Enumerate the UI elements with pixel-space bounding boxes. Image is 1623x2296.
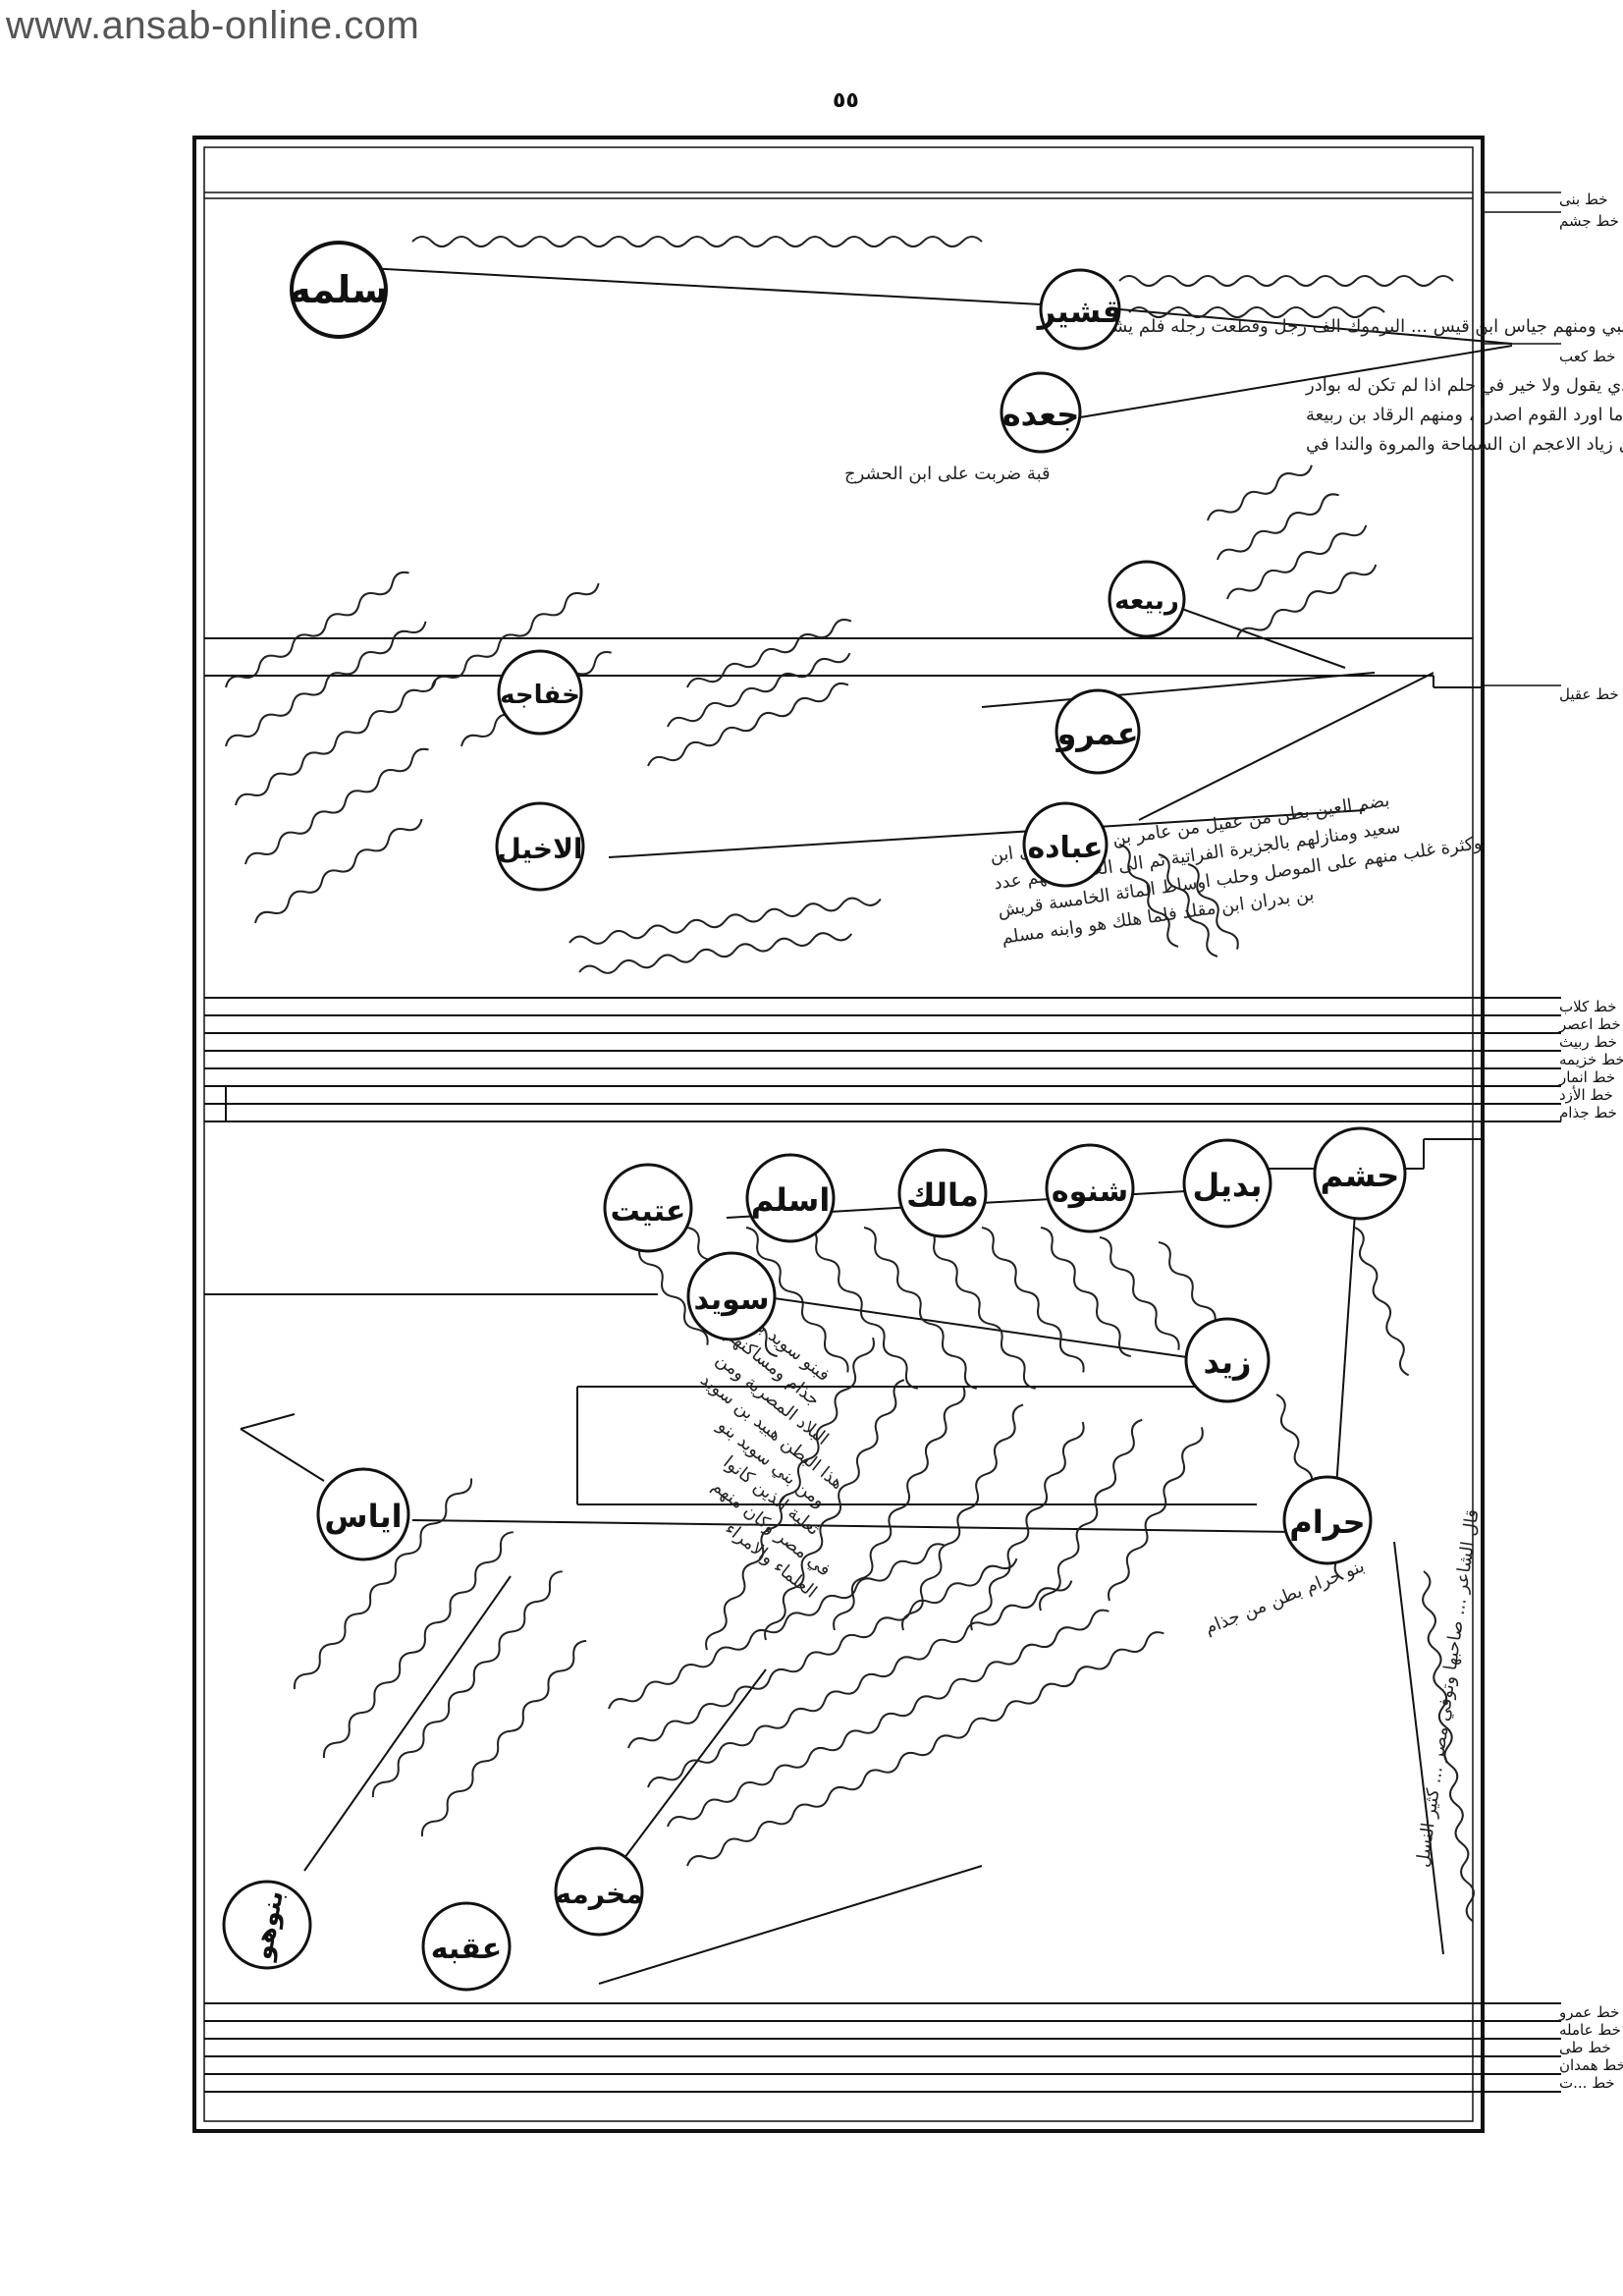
side-label: خط انمار <box>1558 1068 1615 1086</box>
node-haram: حرام <box>1282 1475 1373 1565</box>
name-hasham: حشم <box>1321 1157 1400 1194</box>
name-uqba: عقبه <box>431 1932 503 1966</box>
side-label: خط خزیمه <box>1559 1051 1623 1068</box>
side-label: خط الأزد <box>1559 1085 1613 1104</box>
note-haram: بنو حرام بطن من جذام <box>1202 1556 1368 1638</box>
side-label: خط عمرو <box>1558 2003 1619 2021</box>
section-lines <box>204 637 1561 2093</box>
name-qushayr: قشير <box>1036 293 1122 330</box>
name-atit: عتيت <box>611 1194 686 1229</box>
name-makhrama: مخرمه <box>555 1878 642 1910</box>
notes: ومن بني قشير هذا قرة بن هبيرة قال النبي … <box>696 316 1623 1869</box>
name-haram: حرام <box>1289 1503 1365 1541</box>
side-label: خط همدان <box>1559 2056 1623 2074</box>
name-nodes: سلمه قشير جعده ربيعه خفاجه عمرو عباده ا <box>222 241 1407 1992</box>
node-salima: سلمه <box>289 241 389 339</box>
handwritten-script-blocks <box>225 236 1475 1923</box>
name-ubada: عباده <box>1027 831 1103 865</box>
name-zayd: زيد <box>1204 1343 1252 1381</box>
lineage-connectors <box>204 266 1513 1985</box>
site-watermark: www.ansab-online.com <box>6 4 420 47</box>
node-zayd: زيد <box>1184 1317 1271 1403</box>
node-jada: جعده <box>1000 371 1082 454</box>
name-shanuwa: شنوه <box>1052 1175 1128 1209</box>
node-makhrama: مخرمه <box>554 1846 644 1937</box>
side-label: خط کعب <box>1559 348 1615 365</box>
page-number: ٥٥ <box>833 88 859 113</box>
node-iyas: اياس <box>316 1467 410 1561</box>
name-salima: سلمه <box>289 268 388 311</box>
side-label: خط کلاب <box>1559 998 1617 1015</box>
side-label: خط اعصر <box>1558 1015 1621 1033</box>
side-label: خط طی <box>1559 2039 1611 2056</box>
note-jada-line: بن جعده الذي غلب على فارس ايام ابن الزبي… <box>1306 434 1623 455</box>
node-ubada: عباده <box>1022 801 1109 888</box>
name-khafaja: خفاجه <box>500 681 580 710</box>
node-shanuwa: شنوه <box>1045 1143 1135 1233</box>
side-label: خط ربیث <box>1559 1033 1617 1051</box>
node-rabia: ربيعه <box>1108 560 1186 638</box>
side-label: خط بنی <box>1559 191 1607 208</box>
name-malik: مالك <box>906 1176 979 1214</box>
node-khafaja: خفاجه <box>497 649 583 736</box>
node-atit: عتيت <box>603 1163 693 1253</box>
node-amr: عمرو <box>1055 688 1141 775</box>
page-frame <box>192 136 1485 2133</box>
name-badil: بديل <box>1192 1167 1262 1204</box>
node-suwayd: سويد <box>686 1251 777 1341</box>
note-qushayr: ومن بني قشير هذا قرة بن هبيرة قال النبي … <box>1070 316 1623 337</box>
node-qushayr: قشير <box>1036 268 1122 351</box>
side-label: خط جذام <box>1559 1104 1617 1121</box>
side-label-column: خط بنی خط جشم خط کعب خط عقیل خط کلاب خط … <box>1483 191 1623 2092</box>
name-akhyal: الاخيل <box>497 833 582 865</box>
node-banu-huwa: بنوهو <box>222 1880 312 1970</box>
name-rabia: ربيعه <box>1114 586 1179 616</box>
name-suwayd: سويد <box>694 1283 770 1317</box>
side-label: خط عقیل <box>1559 685 1619 703</box>
side-label: خط عامله <box>1559 2021 1621 2039</box>
node-malik: مالك <box>897 1148 988 1238</box>
node-aslam: اسلم <box>745 1153 836 1243</box>
side-label: خط جشم <box>1559 212 1619 230</box>
note-jada-line: تحمي صفوه ان يكدرا ولا خير في جهل اذا لم… <box>1306 405 1623 425</box>
node-hasham: حشم <box>1313 1126 1407 1221</box>
node-uqba: عقبه <box>421 1901 512 1992</box>
name-jada: جعده <box>1002 396 1080 433</box>
node-badil: بديل <box>1182 1138 1272 1229</box>
node-akhyal: الاخيل <box>495 801 585 892</box>
name-iyas: اياس <box>324 1498 402 1535</box>
note-jada-line: فبنو جعده بطن من عامر بن صعصعه منهم النا… <box>1305 375 1623 396</box>
name-aslam: اسلم <box>751 1181 831 1219</box>
side-label: خط ...ت <box>1559 2074 1615 2092</box>
name-amr: عمرو <box>1055 715 1138 752</box>
note-jada-line: قبة ضربت على ابن الحشرج <box>844 464 1051 484</box>
